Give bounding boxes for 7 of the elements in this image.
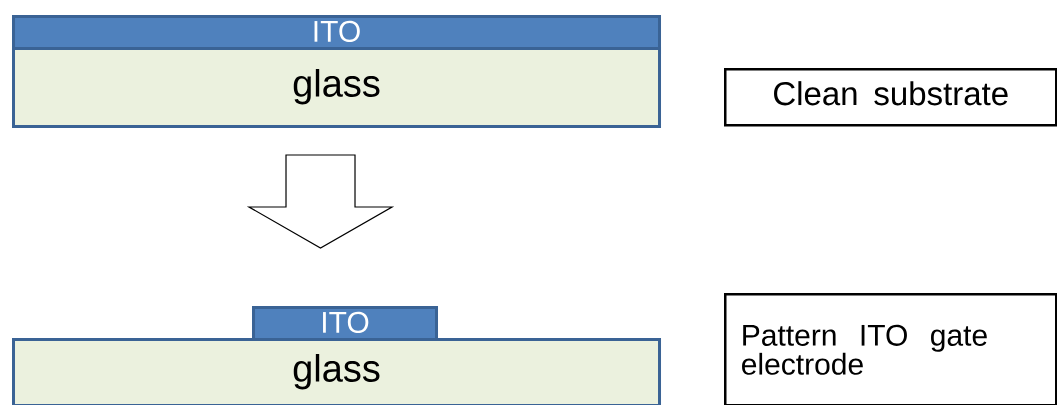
glass-substrate: glass [12,338,661,405]
ito-layer: ITO [12,15,661,54]
block-arrow [246,154,395,249]
glass-substrate: glass [12,47,661,128]
step-box: Clean substrate [724,68,1057,127]
ito-layer: ITO [252,306,438,345]
step-box: Pattern ITO gate electrode [724,293,1057,405]
